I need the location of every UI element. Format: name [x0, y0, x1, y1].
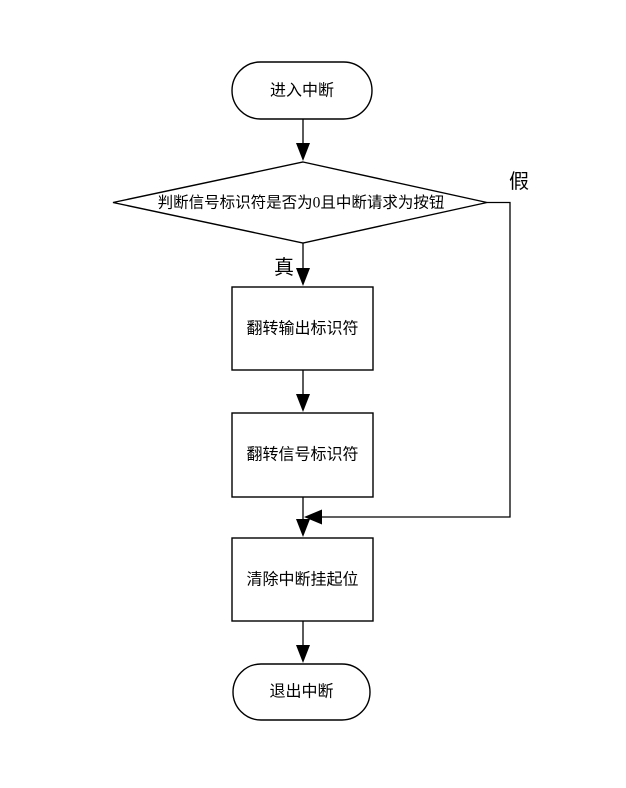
node-end-label: 退出中断	[269, 683, 333, 701]
arrowhead-down-icon	[296, 394, 310, 412]
node-decision-label: 判断信号标识符是否为0且中断请求为按钮	[158, 194, 445, 212]
edge-process2-to-process3	[296, 497, 310, 537]
arrowhead-down-icon	[296, 268, 310, 286]
arrowhead-down-icon	[296, 519, 310, 537]
arrowhead-left-icon	[304, 509, 322, 525]
arrowhead-down-icon	[296, 645, 310, 663]
process-shape	[231, 412, 374, 498]
terminator-shape	[232, 663, 371, 721]
node-process1-label: 翻转输出标识符	[246, 320, 358, 338]
process-shape	[231, 537, 374, 622]
edge-process3-to-end	[296, 621, 310, 663]
edge-decision-true-branch	[296, 243, 310, 286]
node-process3-box: 清除中断挂起位	[231, 537, 374, 622]
node-process2-box: 翻转信号标识符	[231, 412, 374, 498]
false-branch-label: 假	[509, 170, 529, 193]
node-start-label: 进入中断	[270, 82, 334, 100]
node-process2-label: 翻转信号标识符	[246, 446, 358, 464]
arrowhead-down-icon	[296, 143, 310, 161]
terminator-shape	[231, 61, 373, 120]
edge-start-to-decision	[296, 119, 310, 161]
node-decision-diamond: 判断信号标识符是否为0且中断请求为按钮	[112, 161, 488, 244]
edge-decision-false-branch	[304, 201, 511, 525]
node-end-terminator: 退出中断	[232, 663, 371, 721]
true-branch-label: 真	[274, 256, 294, 279]
process-shape	[231, 286, 374, 371]
node-start-terminator: 进入中断	[231, 61, 373, 120]
node-process1-box: 翻转输出标识符	[231, 286, 374, 371]
node-process3-label: 清除中断挂起位	[246, 571, 358, 589]
edge-line	[321, 201, 511, 518]
edge-process1-to-process2	[296, 370, 310, 412]
decision-shape	[112, 161, 488, 244]
